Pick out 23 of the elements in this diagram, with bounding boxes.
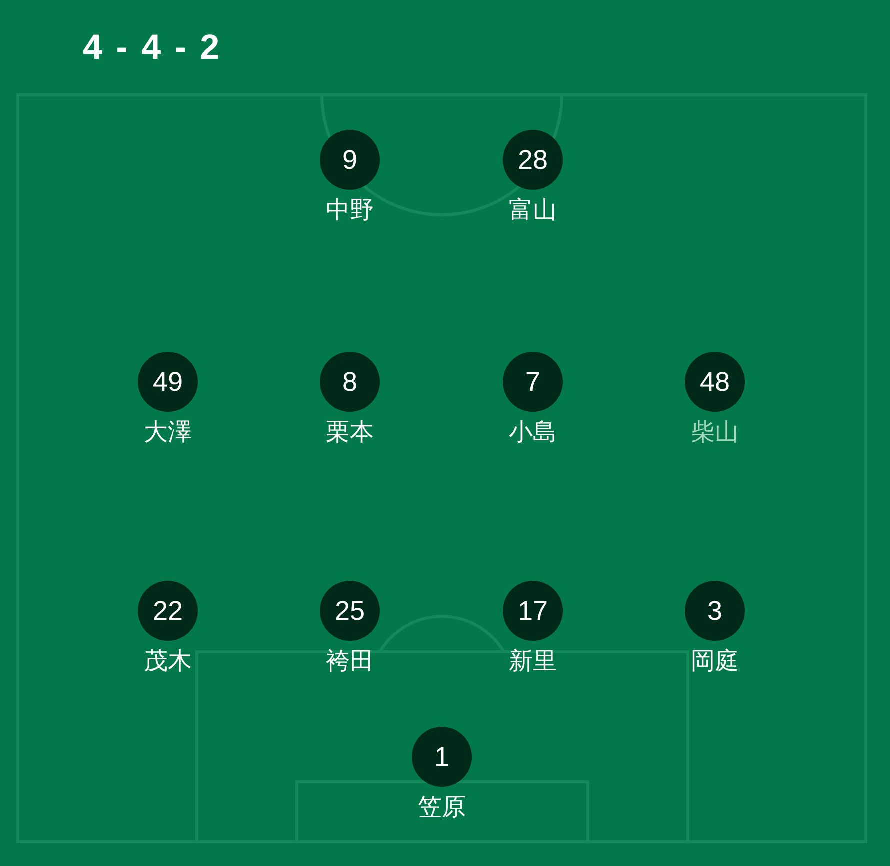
player-circle: 8	[320, 352, 380, 412]
player-name: 中野	[326, 196, 374, 224]
formation-title: 4 - 4 - 2	[83, 27, 222, 69]
player-name: 新里	[509, 647, 557, 675]
player-name: 栗本	[326, 418, 374, 446]
player-circle: 49	[138, 352, 198, 412]
player-circle: 28	[503, 130, 563, 190]
player-name: 富山	[509, 196, 557, 224]
player-circle: 3	[685, 581, 745, 641]
player-name: 袴田	[326, 647, 374, 675]
player-circle: 9	[320, 130, 380, 190]
player-circle: 7	[503, 352, 563, 412]
player-name: 笠原	[418, 793, 466, 821]
player-name: 柴山	[691, 418, 739, 446]
player-name: 岡庭	[691, 647, 739, 675]
player-circle: 22	[138, 581, 198, 641]
player-name: 茂木	[144, 647, 192, 675]
player-circle: 25	[320, 581, 380, 641]
player-name: 小島	[509, 418, 557, 446]
player-name: 大澤	[144, 418, 192, 446]
player-circle: 1	[412, 727, 472, 787]
player-circle: 17	[503, 581, 563, 641]
player-circle: 48	[685, 352, 745, 412]
